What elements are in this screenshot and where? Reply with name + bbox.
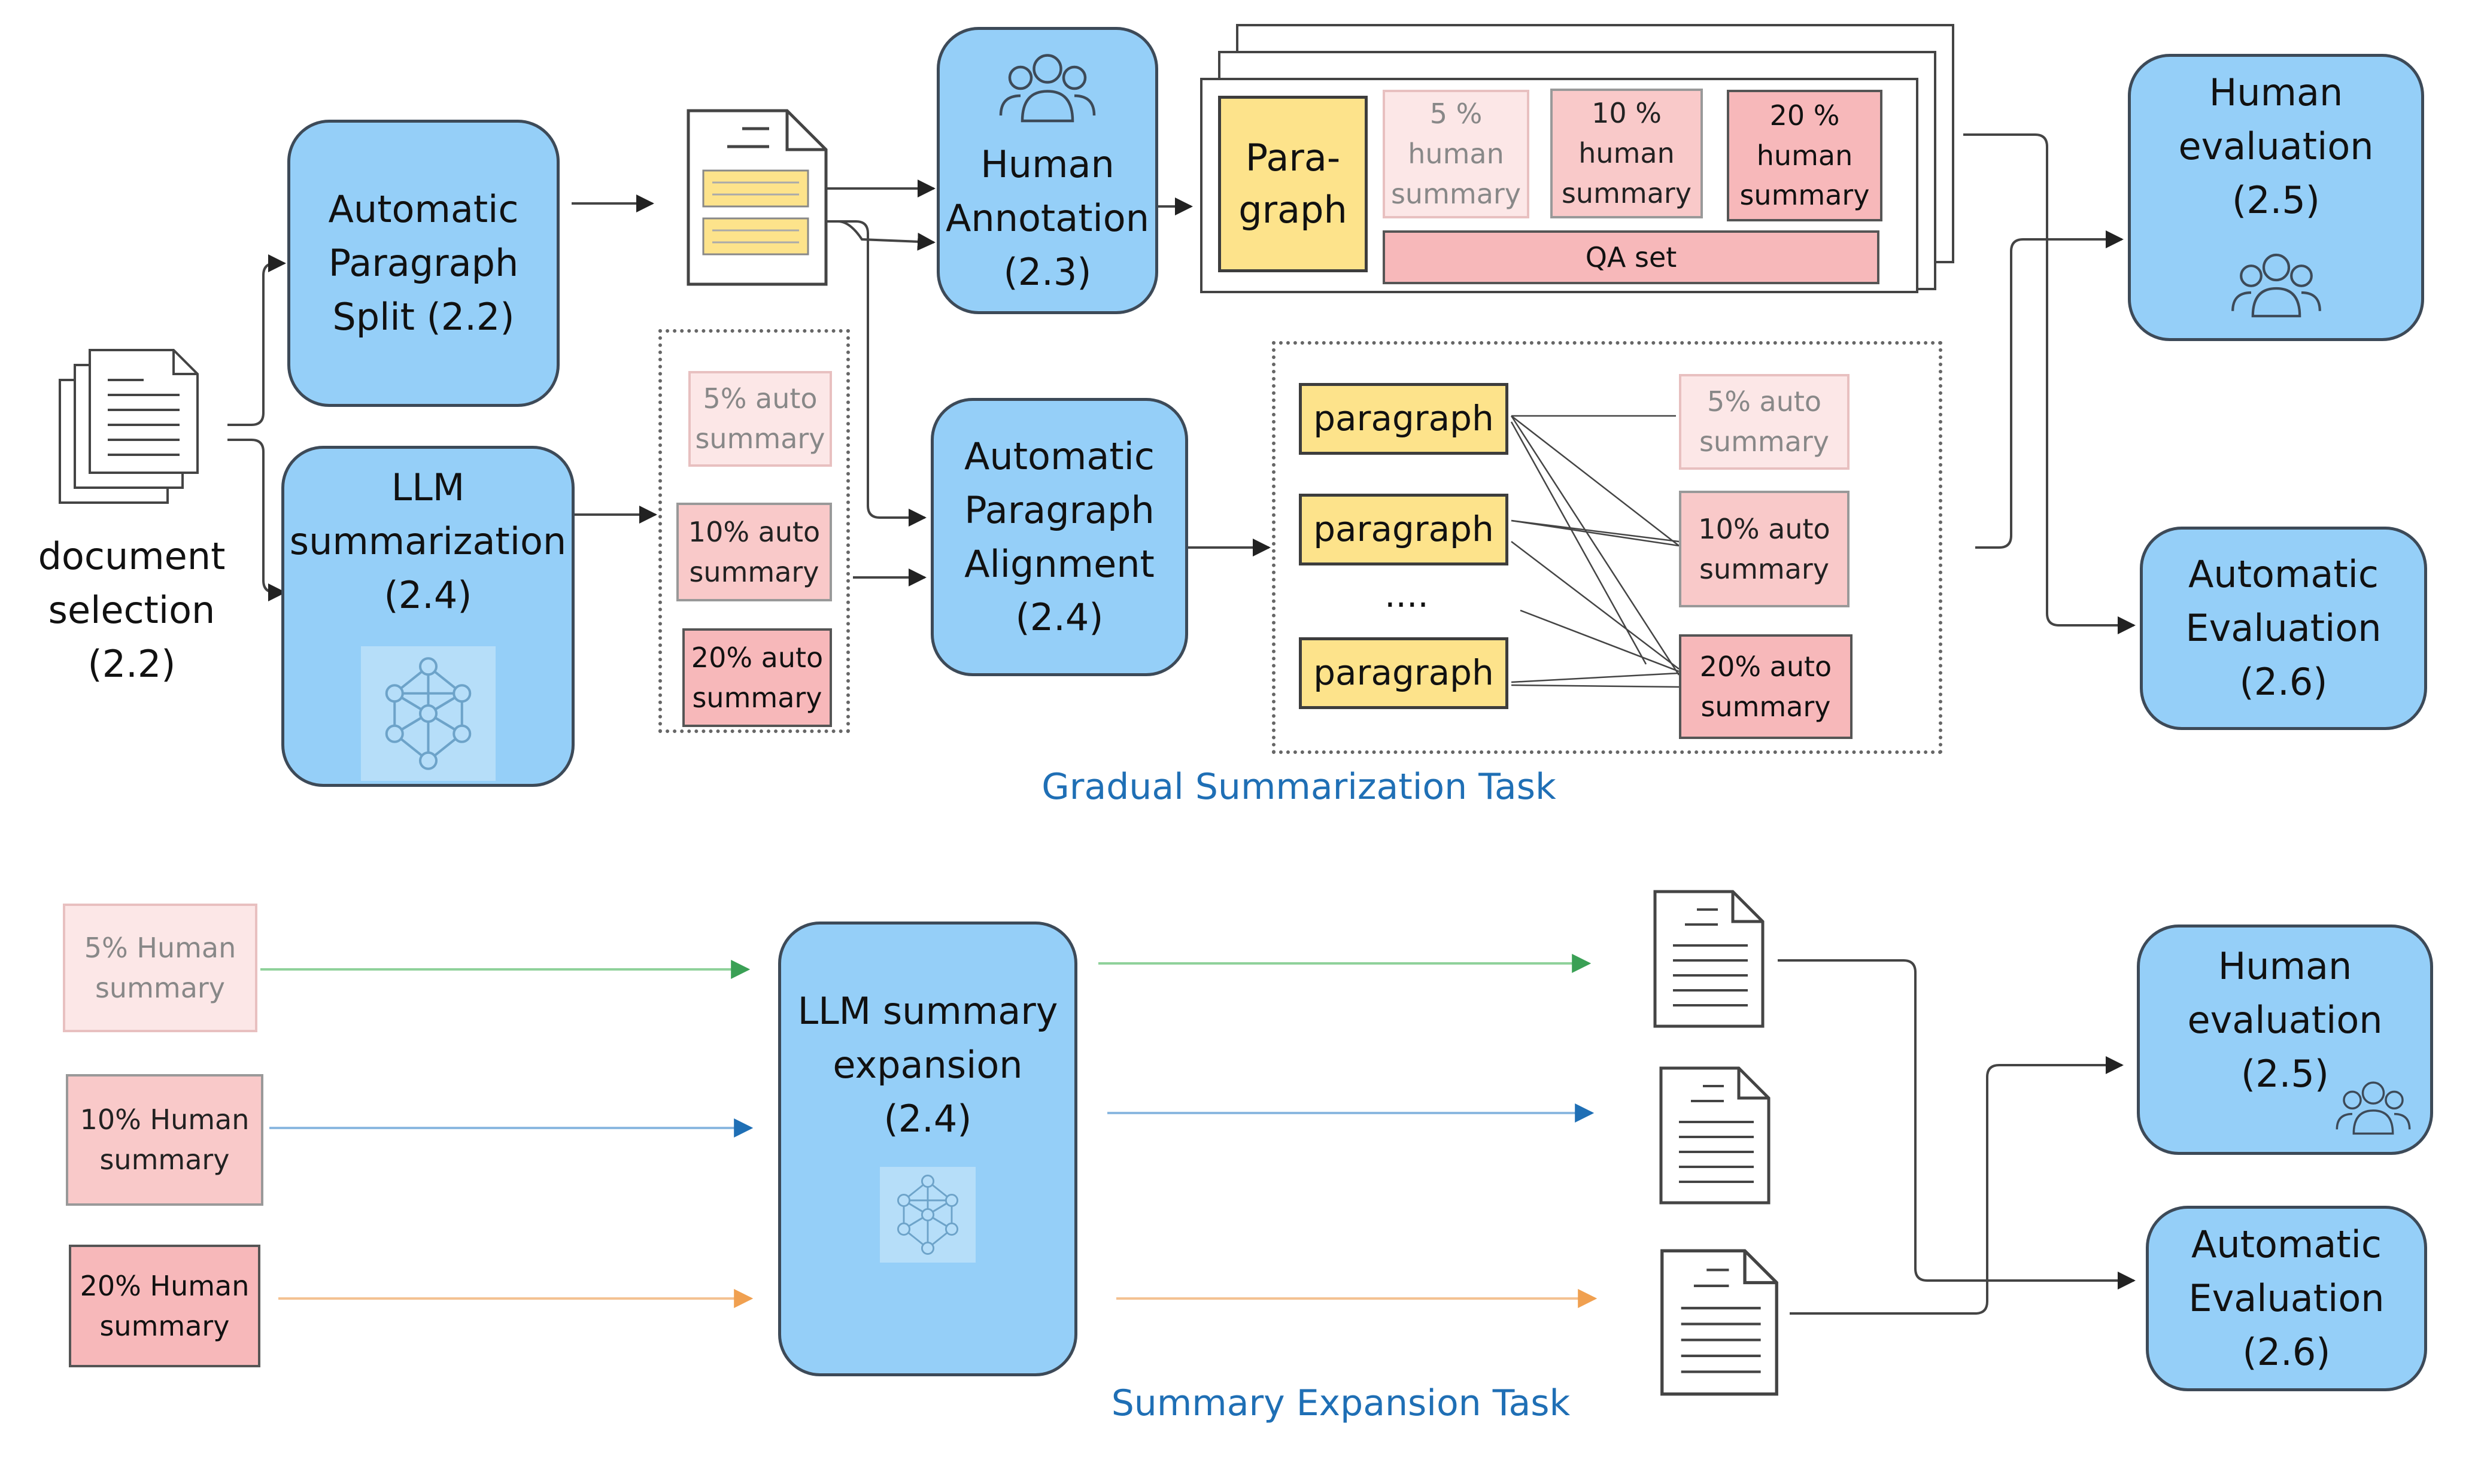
auto-summary-20: 20% auto summary bbox=[682, 628, 832, 727]
arrow-doc-to-annotation-2 bbox=[811, 220, 936, 251]
automatic-paragraph-alignment-box[interactable]: Automatic Paragraph Alignment (2.4) bbox=[931, 398, 1188, 676]
auto-summaries-group bbox=[658, 329, 850, 733]
human-evaluation-top-label: Human evaluation (2.5) bbox=[2178, 71, 2374, 222]
llm-summary-expansion-label: LLM summary expansion (2.4) bbox=[797, 989, 1058, 1141]
automatic-paragraph-split-label: Automatic Paragraph Split (2.2) bbox=[328, 187, 519, 339]
document-icon bbox=[1658, 1065, 1772, 1206]
human-summary-5: 5 % human summary bbox=[1383, 90, 1529, 218]
arrow-doc-to-alignment bbox=[811, 220, 927, 527]
human-summary-10: 10 % human summary bbox=[1550, 89, 1703, 218]
document-selection-label: document selection (2.2) bbox=[38, 534, 226, 686]
stack-paragraph: Para- graph bbox=[1218, 96, 1368, 272]
expansion-input-10: 10% Human summary bbox=[66, 1074, 263, 1206]
human-evaluation-bottom-box[interactable]: Human evaluation (2.5) bbox=[2137, 925, 2433, 1155]
neural-network-icon bbox=[880, 1166, 976, 1263]
align-paragraph-1: paragraph bbox=[1299, 383, 1508, 455]
align-paragraph-3: paragraph bbox=[1299, 637, 1508, 709]
llm-summarization-box[interactable]: LLM summarization (2.4) bbox=[281, 446, 575, 787]
gradual-summarization-title: Gradual Summarization Task bbox=[1041, 766, 1556, 808]
document-icon bbox=[1658, 1248, 1781, 1397]
align-paragraph-ellipsis: .... bbox=[1384, 574, 1429, 615]
align-paragraph-2: paragraph bbox=[1299, 494, 1508, 565]
neural-network-icon bbox=[360, 646, 496, 781]
arrow-stack-to-auto-eval bbox=[1963, 133, 2136, 634]
summary-expansion-title: Summary Expansion Task bbox=[1111, 1382, 1571, 1424]
people-icon bbox=[2331, 1071, 2415, 1143]
human-annotation-label: Human Annotation (2.3) bbox=[945, 142, 1149, 294]
automatic-paragraph-alignment-label: Automatic Paragraph Alignment (2.4) bbox=[964, 434, 1155, 640]
automatic-evaluation-top-label: Automatic Evaluation (2.6) bbox=[2185, 552, 2382, 704]
split-document-icon bbox=[685, 108, 829, 287]
expansion-input-20: 20% Human summary bbox=[69, 1245, 260, 1367]
qa-set: QA set bbox=[1383, 230, 1879, 284]
automatic-evaluation-bottom-box[interactable]: Automatic Evaluation (2.6) bbox=[2146, 1206, 2427, 1391]
people-icon bbox=[994, 42, 1101, 132]
arrow-out20-to-human-eval bbox=[1790, 1056, 2124, 1315]
automatic-evaluation-top-box[interactable]: Automatic Evaluation (2.6) bbox=[2140, 527, 2427, 730]
llm-summary-expansion-box[interactable]: LLM summary expansion (2.4) bbox=[778, 922, 1077, 1376]
human-evaluation-bottom-label: Human evaluation (2.5) bbox=[2187, 944, 2383, 1096]
align-auto-summary-20: 20% auto summary bbox=[1679, 634, 1853, 739]
human-evaluation-top-box[interactable]: Human evaluation (2.5) bbox=[2128, 54, 2424, 341]
arrow-doc-to-split bbox=[227, 254, 286, 426]
document-icon bbox=[1652, 889, 1766, 1029]
llm-summarization-label: LLM summarization (2.4) bbox=[289, 466, 567, 617]
align-auto-summary-10: 10% auto summary bbox=[1679, 491, 1850, 607]
alignment-lines bbox=[1510, 415, 1680, 688]
human-annotation-box[interactable]: Human Annotation (2.3) bbox=[937, 27, 1158, 314]
arrow-out5-to-auto-eval bbox=[1778, 959, 2136, 1290]
automatic-paragraph-split-box[interactable]: Automatic Paragraph Split (2.2) bbox=[287, 120, 560, 407]
alignment-panel bbox=[1272, 341, 1942, 754]
automatic-evaluation-bottom-label: Automatic Evaluation (2.6) bbox=[2188, 1223, 2385, 1374]
auto-summary-10: 10% auto summary bbox=[676, 503, 832, 601]
human-summary-20: 20 % human summary bbox=[1727, 90, 1882, 221]
auto-summary-5: 5% auto summary bbox=[688, 371, 832, 467]
arrow-paragraphs-to-human-eval bbox=[1975, 230, 2124, 549]
align-auto-summary-5: 5% auto summary bbox=[1679, 374, 1850, 470]
document-stack-icon bbox=[54, 344, 204, 506]
expansion-input-5: 5% Human summary bbox=[63, 904, 257, 1032]
people-icon bbox=[2225, 242, 2327, 326]
arrow-doc-to-llm bbox=[227, 439, 286, 601]
